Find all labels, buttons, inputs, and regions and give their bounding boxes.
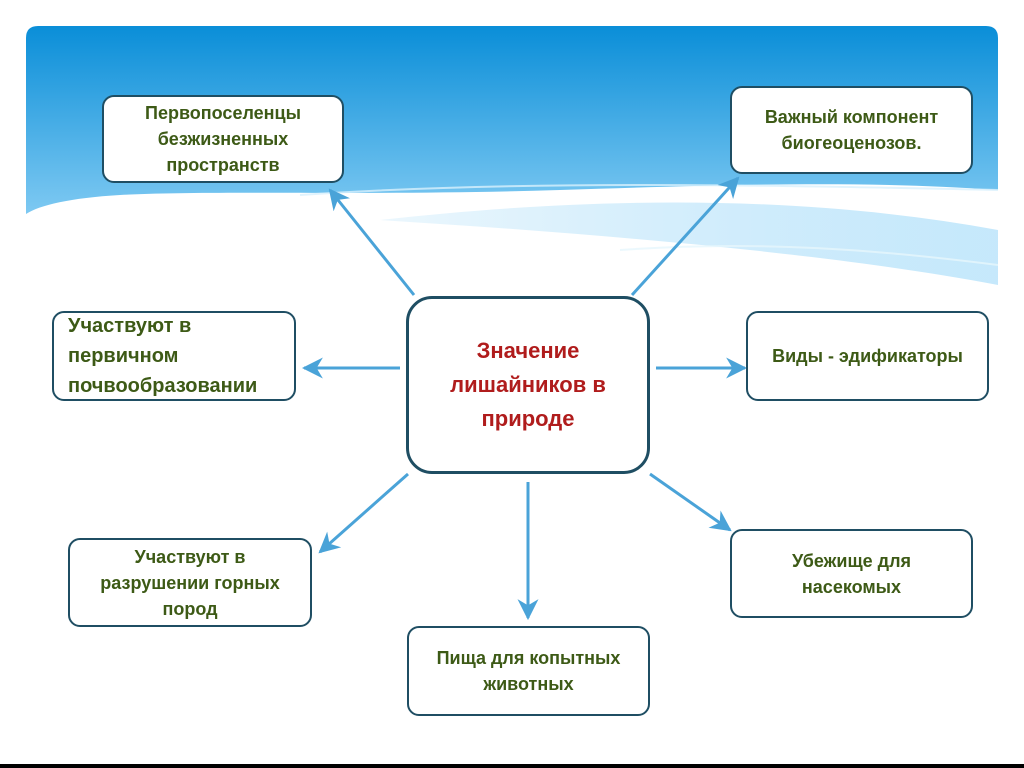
node-pioneers: Первопоселенцы безжизненных пространств [102, 95, 344, 183]
node-rocks-text: Участвуют в разрушении горных пород [100, 546, 280, 619]
node-biogeocenoses-text: Важный компонент биогеоценозов. [764, 107, 939, 153]
center-node: Значение лишайников в природе [406, 296, 650, 474]
node-edificators-text: Виды - эдификаторы [772, 346, 963, 366]
node-edificators: Виды - эдификаторы [746, 311, 989, 401]
node-soil-text: Участвуют в первичном почвообразовании [68, 315, 258, 397]
node-rocks: Участвуют в разрушении горных пород [68, 538, 312, 627]
node-food-text: Пища для копытных животных [436, 648, 621, 694]
light-wave [380, 202, 998, 285]
node-shelter-text: Убежище для насекомых [791, 550, 912, 597]
node-food: Пища для копытных животных [407, 626, 650, 716]
node-pioneers-text: Первопоселенцы безжизненных пространств [145, 103, 301, 175]
node-biogeocenoses: Важный компонент биогеоценозов. [730, 86, 973, 174]
node-soil: Участвуют в первичном почвообразовании [52, 311, 296, 401]
node-shelter: Убежище для насекомых [730, 529, 973, 618]
center-node-text: Значение лишайников в природе [450, 338, 606, 431]
bottom-border [0, 764, 1024, 768]
